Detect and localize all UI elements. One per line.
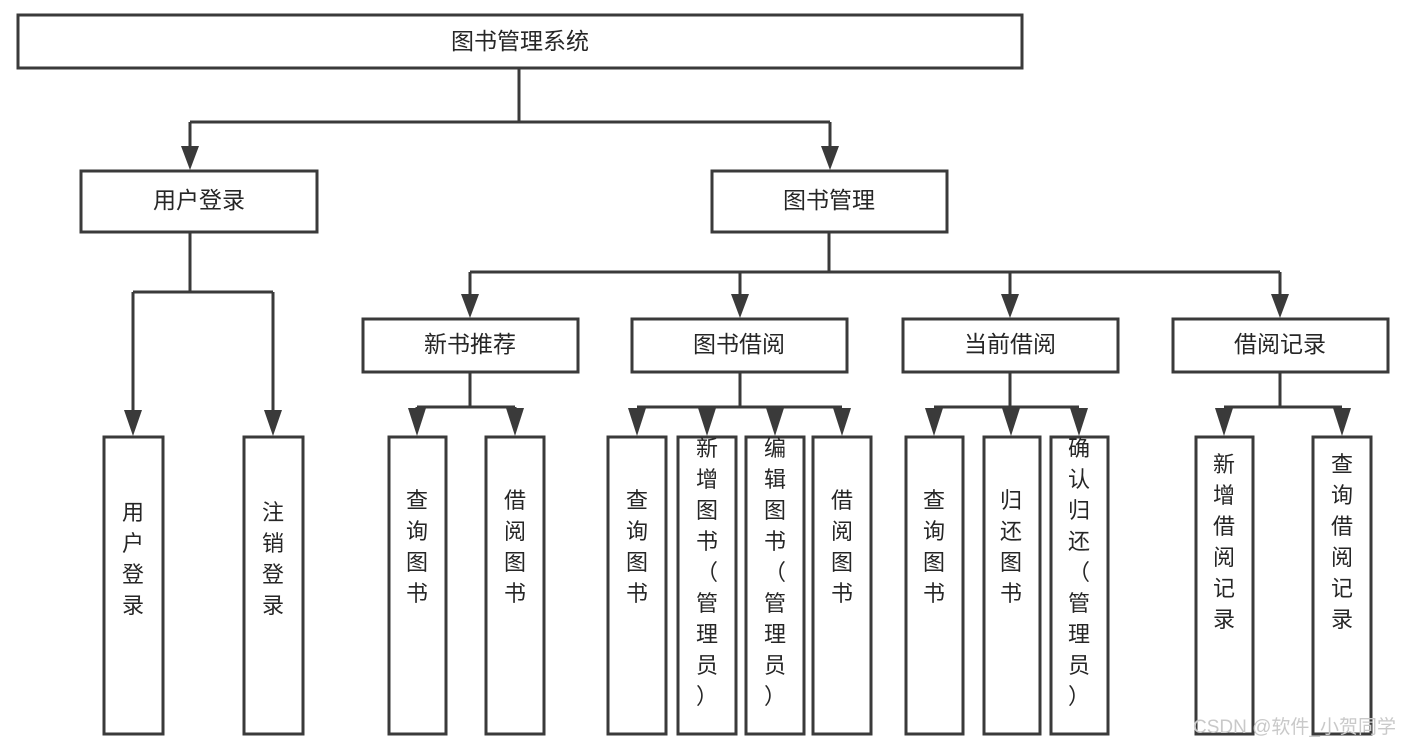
arrow-head-current-confirm: [1070, 408, 1088, 436]
node-root-book-management-system[interactable]: 图书管理系统: [16, 13, 1024, 70]
node-book-management[interactable]: 图书管理: [710, 169, 949, 234]
leaf-node-borrow-query[interactable]: 查询图书: [606, 435, 668, 736]
leaf-newbooks-query-label: 查询图书: [406, 488, 428, 606]
leaf-current-confirm-box: [1049, 435, 1110, 736]
node-root-box: [16, 13, 1024, 70]
arrow-head-borrow-lend: [833, 408, 851, 436]
arrow-head-current-borrow: [1001, 294, 1019, 318]
leaf-node-newbooks-query[interactable]: 查询图书: [387, 435, 448, 736]
leaf-current-return-box: [982, 435, 1042, 736]
node-book-borrow[interactable]: 图书借阅: [630, 317, 849, 374]
leaf-logout-box: [242, 435, 305, 736]
arrow-head-borrow-query: [628, 408, 646, 436]
node-user-login-label: 用户登录: [153, 187, 245, 213]
node-borrow-records-label: 借阅记录: [1234, 331, 1326, 357]
node-borrow-records-box: [1171, 317, 1390, 374]
arrow-head-newbooks-borrow: [506, 408, 524, 436]
leaf-records-add-box: [1194, 435, 1255, 736]
leaf-node-user-login[interactable]: 用户登录: [102, 435, 165, 736]
node-current-borrow-label: 当前借阅: [964, 331, 1056, 357]
leaf-current-query-label: 查询图书: [923, 488, 945, 606]
arrow-head-leaf-logout: [264, 410, 282, 436]
leaf-borrow-add-label: 新增图书（管理员）: [696, 436, 718, 709]
leaf-node-borrow-lend[interactable]: 借阅图书: [811, 435, 873, 736]
connector-group-records-to-leaves: [1215, 372, 1351, 436]
leaf-borrow-edit-box: [744, 435, 806, 736]
leaf-records-add-label: 新增借阅记录: [1213, 452, 1235, 632]
arrow-head-newbooks-query: [408, 408, 426, 436]
arrow-head-current-query: [925, 408, 943, 436]
arrow-head-borrow-add: [698, 408, 716, 436]
leaf-node-current-query[interactable]: 查询图书: [904, 435, 965, 736]
leaf-newbooks-borrow-box: [484, 435, 546, 736]
leaf-current-confirm-label: 确认归还（管理员）: [1068, 436, 1090, 709]
node-book-borrow-box: [630, 317, 849, 374]
connector-group-bookborrow-to-leaves: [628, 372, 851, 436]
leaf-logout-label: 注销登录: [262, 500, 284, 618]
node-new-book-recommend[interactable]: 新书推荐: [361, 317, 580, 374]
connector-group-userlogin-to-leaves: [124, 232, 282, 436]
connector-group-newbooks-to-leaves: [408, 372, 524, 436]
leaf-node-current-return[interactable]: 归还图书: [982, 435, 1042, 736]
arrow-head-current-return: [1002, 408, 1020, 436]
leaf-user-login-label: 用户登录: [122, 500, 144, 618]
leaf-user-login-box: [102, 435, 165, 736]
node-new-book-recommend-box: [361, 317, 580, 374]
leaf-node-records-add[interactable]: 新增借阅记录: [1194, 435, 1255, 736]
arrow-head-leaf-user-login: [124, 410, 142, 436]
leaf-newbooks-query-box: [387, 435, 448, 736]
leaf-newbooks-borrow-label: 借阅图书: [504, 488, 526, 606]
leaf-node-logout[interactable]: 注销登录: [242, 435, 305, 736]
arrow-head-book-borrow: [731, 294, 749, 318]
node-borrow-records[interactable]: 借阅记录: [1171, 317, 1390, 374]
leaf-node-current-confirm[interactable]: 确认归还（管理员）: [1049, 435, 1110, 736]
arrow-head-new-books: [461, 294, 479, 318]
node-book-management-label: 图书管理: [783, 187, 875, 213]
leaf-borrow-edit-label: 编辑图书（管理员）: [764, 436, 786, 709]
leaf-borrow-lend-label: 借阅图书: [831, 488, 853, 606]
leaf-current-query-box: [904, 435, 965, 736]
node-current-borrow[interactable]: 当前借阅: [901, 317, 1120, 374]
node-book-borrow-label: 图书借阅: [693, 331, 785, 357]
leaf-records-query-box: [1311, 435, 1373, 736]
node-user-login[interactable]: 用户登录: [79, 169, 319, 234]
connector-group-bookmgmt-to-level3: [461, 232, 1289, 318]
leaf-borrow-query-box: [606, 435, 668, 736]
arrow-head-user-login: [181, 146, 199, 170]
leaf-borrow-lend-box: [811, 435, 873, 736]
leaf-node-borrow-edit[interactable]: 编辑图书（管理员）: [744, 435, 806, 736]
csdn-watermark: CSDN @软件_小贺同学: [1193, 716, 1396, 738]
connector-group-root-to-level2: [181, 68, 839, 170]
arrow-head-borrow-edit: [766, 408, 784, 436]
arrow-head-book-management: [821, 146, 839, 170]
leaf-borrow-add-box: [676, 435, 738, 736]
connector-group-currentborrow-to-leaves: [925, 372, 1088, 436]
node-root-label: 图书管理系统: [451, 28, 589, 54]
arrow-head-borrow-records: [1271, 294, 1289, 318]
node-new-book-recommend-label: 新书推荐: [424, 331, 516, 357]
arrow-head-records-query: [1333, 408, 1351, 436]
leaf-node-borrow-add[interactable]: 新增图书（管理员）: [676, 435, 738, 736]
leaf-node-records-query[interactable]: 查询借阅记录: [1311, 435, 1373, 736]
node-user-login-box: [79, 169, 319, 234]
leaf-records-query-label: 查询借阅记录: [1331, 452, 1353, 632]
leaf-current-return-label: 归还图书: [1000, 488, 1022, 606]
node-current-borrow-box: [901, 317, 1120, 374]
node-book-management-box: [710, 169, 949, 234]
leaf-node-newbooks-borrow[interactable]: 借阅图书: [484, 435, 546, 736]
leaf-borrow-query-label: 查询图书: [626, 488, 648, 606]
arrow-head-records-add: [1215, 408, 1233, 436]
